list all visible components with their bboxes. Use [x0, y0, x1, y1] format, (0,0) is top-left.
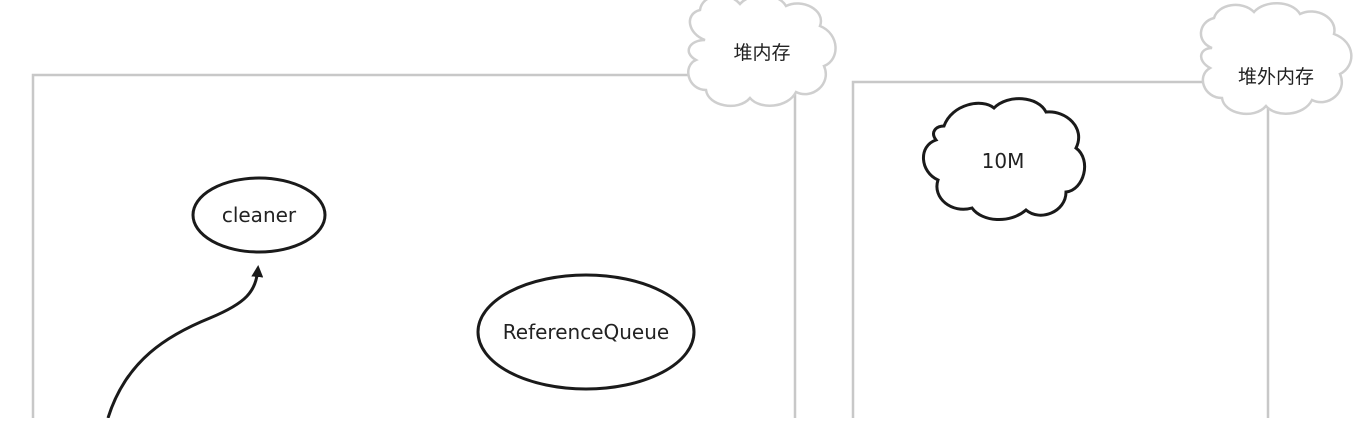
offheap-region-border	[851, 80, 1270, 418]
cleaner-label: cleaner	[222, 203, 297, 227]
offheap-block-cloud: 10M	[922, 97, 1087, 222]
reference-queue-node: ReferenceQueue	[476, 273, 696, 391]
reference-arrow	[106, 265, 264, 419]
cleaner-node: cleaner	[191, 176, 327, 254]
offheap-region-label-cloud: 堆外内存	[1199, 2, 1353, 115]
heap-region-border	[31, 73, 797, 418]
reference-queue-label: ReferenceQueue	[503, 320, 669, 344]
offheap-region-label: 堆外内存	[1238, 66, 1314, 88]
heap-region-label: 堆内存	[733, 42, 790, 64]
heap-region-label-cloud: 堆内存	[687, 0, 837, 107]
offheap-block-label: 10M	[982, 149, 1025, 173]
